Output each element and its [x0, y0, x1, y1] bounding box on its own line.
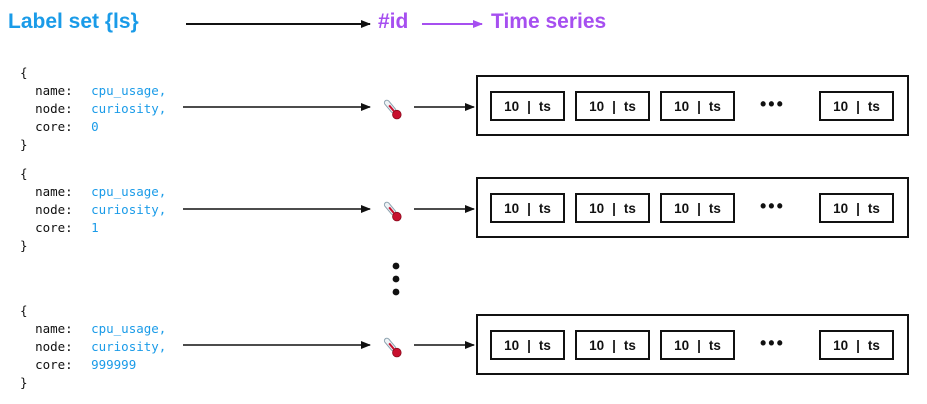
sample-cell: 10 | ts	[575, 91, 650, 121]
time-series-title: Time series	[491, 10, 607, 33]
cell-divider: |	[856, 98, 860, 114]
label-set-block: { name: cpu_usage, node: curiosity, core: 1…	[20, 165, 166, 255]
label-value: cpu_usage,	[91, 83, 167, 98]
sample-value: 10	[674, 337, 690, 353]
sample-value: 10	[589, 98, 605, 114]
close-brace: }	[20, 137, 28, 152]
cell-divider: |	[856, 337, 860, 353]
time-series-box	[476, 75, 909, 136]
label-key: name:	[35, 321, 73, 336]
sample-value: 10	[589, 200, 605, 216]
sample-timestamp: ts	[623, 98, 636, 114]
label-key: node:	[35, 101, 73, 116]
label-key: node:	[35, 339, 73, 354]
label-key: core:	[35, 119, 73, 134]
sample-timestamp: ts	[538, 200, 551, 216]
label-key: node:	[35, 202, 73, 217]
time-series-box	[476, 177, 909, 238]
sample-value: 10	[504, 200, 520, 216]
sample-timestamp: ts	[538, 98, 551, 114]
cell-divider: |	[612, 200, 616, 216]
label-key: name:	[35, 83, 73, 98]
cell-divider: |	[697, 337, 701, 353]
open-brace: {	[20, 303, 28, 318]
sample-value: 10	[589, 337, 605, 353]
vertical-ellipsis-dot	[392, 262, 400, 270]
cell-divider: |	[612, 98, 616, 114]
open-brace: {	[20, 166, 28, 181]
sample-value: 10	[674, 98, 690, 114]
close-brace: }	[20, 238, 28, 253]
sample-timestamp: ts	[538, 337, 551, 353]
label-value: 1	[91, 220, 99, 235]
cell-divider: |	[527, 200, 531, 216]
close-brace: }	[20, 375, 28, 390]
cell-divider: |	[612, 337, 616, 353]
label-value: 999999	[91, 357, 137, 372]
label-key: core:	[35, 357, 73, 372]
sample-value: 10	[833, 337, 849, 353]
time-series-box	[476, 314, 909, 375]
sample-cell: 10 | ts	[575, 193, 650, 223]
label-value: curiosity,	[91, 101, 167, 116]
sample-value: 10	[674, 200, 690, 216]
sample-timestamp: ts	[708, 337, 721, 353]
id-title: #id	[378, 10, 409, 33]
sample-timestamp: ts	[623, 200, 636, 216]
vertical-ellipsis-dot	[392, 288, 400, 296]
sample-cell: 10 | ts	[819, 91, 894, 121]
cell-divider: |	[697, 98, 701, 114]
cell-divider: |	[856, 200, 860, 216]
sample-cell: 10 | ts	[490, 91, 565, 121]
label-value: 0	[91, 119, 99, 134]
sample-value: 10	[833, 98, 849, 114]
sample-cell: 10 | ts	[660, 193, 735, 223]
sample-timestamp: ts	[708, 98, 721, 114]
label-set-block: { name: cpu_usage, node: curiosity, core: 0…	[20, 64, 166, 154]
cell-divider: |	[527, 98, 531, 114]
label-key: core:	[35, 220, 73, 235]
thermometer-icon	[383, 337, 402, 358]
vertical-ellipsis-dot	[392, 275, 400, 283]
label-set-block: { name: cpu_usage, node: curiosity, core: 9…	[20, 302, 166, 392]
sample-value: 10	[504, 98, 520, 114]
sample-cell: 10 | ts	[819, 330, 894, 360]
label-set-title: Label set {ls}	[8, 10, 139, 33]
sample-cell: 10 | ts	[660, 330, 735, 360]
sample-cell: 10 | ts	[490, 330, 565, 360]
horizontal-ellipsis: •••	[760, 196, 785, 216]
horizontal-ellipsis: •••	[760, 333, 785, 353]
open-brace: {	[20, 65, 28, 80]
sample-timestamp: ts	[708, 200, 721, 216]
label-value: cpu_usage,	[91, 321, 167, 336]
sample-timestamp: ts	[867, 337, 880, 353]
label-value: cpu_usage,	[91, 184, 167, 199]
sample-timestamp: ts	[867, 98, 880, 114]
label-value: curiosity,	[91, 339, 167, 354]
sample-value: 10	[504, 337, 520, 353]
sample-cell: 10 | ts	[819, 193, 894, 223]
label-key: name:	[35, 184, 73, 199]
thermometer-icon	[383, 201, 402, 222]
sample-value: 10	[833, 200, 849, 216]
label-value: curiosity,	[91, 202, 167, 217]
sample-cell: 10 | ts	[575, 330, 650, 360]
cell-divider: |	[527, 337, 531, 353]
horizontal-ellipsis: •••	[760, 94, 785, 114]
sample-timestamp: ts	[867, 200, 880, 216]
cell-divider: |	[697, 200, 701, 216]
sample-cell: 10 | ts	[660, 91, 735, 121]
thermometer-icon	[383, 99, 402, 120]
sample-timestamp: ts	[623, 337, 636, 353]
sample-cell: 10 | ts	[490, 193, 565, 223]
